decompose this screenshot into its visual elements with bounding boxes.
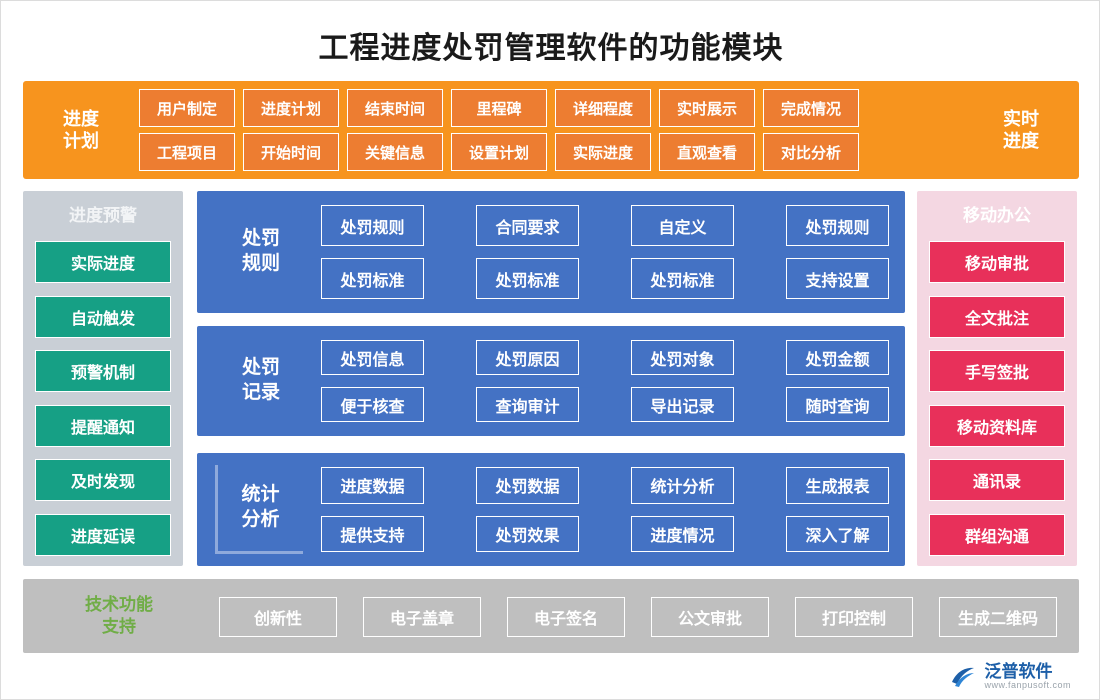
tech-support-item[interactable]: 电子盖章 (363, 597, 481, 637)
flow-node[interactable]: 深入了解 (786, 515, 889, 552)
top-cell[interactable]: 关键信息 (347, 133, 443, 171)
flow-node[interactable]: 处罚对象 (631, 340, 734, 375)
top-cell[interactable]: 工程项目 (139, 133, 235, 171)
top-cell[interactable]: 结束时间 (347, 89, 443, 127)
flow-node[interactable]: 处罚规则 (786, 205, 889, 246)
progress-warning-item[interactable]: 及时发现 (35, 459, 171, 502)
brand-url: www.fanpusoft.com (984, 680, 1071, 691)
flow-node[interactable]: 提供支持 (321, 515, 424, 552)
top-cell[interactable]: 用户制定 (139, 89, 235, 127)
fanpu-logo-icon (949, 663, 977, 691)
flow-node[interactable]: 处罚标准 (321, 258, 424, 299)
schedule-plan-band: 进度 计划 用户制定 进度计划 结束时间 里程碑 详细程度 实时展示 完成情况 … (23, 81, 1079, 179)
flow-node[interactable]: 处罚原因 (476, 340, 579, 375)
progress-warning-items: 实际进度 自动触发 预警机制 提醒通知 及时发现 进度延误 (35, 241, 171, 556)
flow-node[interactable]: 查询审计 (476, 387, 579, 422)
penalty-rules-grid: 处罚规则 合同要求 自定义 处罚规则 处罚标准 处罚标准 处罚标准 支持设置 (321, 205, 889, 299)
tech-support-item[interactable]: 生成二维码 (939, 597, 1057, 637)
top-cell[interactable]: 开始时间 (243, 133, 339, 171)
progress-warning-column: 进度预警 实际进度 自动触发 预警机制 提醒通知 及时发现 进度延误 (23, 191, 183, 566)
statistics-analysis-block: 统计 分析 进度数据 处罚数据 统计分析 生成报表 提供支持 处罚效果 进度情况… (197, 453, 905, 566)
top-cell[interactable]: 里程碑 (451, 89, 547, 127)
tech-support-item[interactable]: 电子签名 (507, 597, 625, 637)
tech-support-header: 技术功能 支持 (49, 579, 189, 653)
top-cell-spacer (867, 89, 963, 127)
progress-warning-item[interactable]: 提醒通知 (35, 404, 171, 447)
statistics-analysis-grid: 进度数据 处罚数据 统计分析 生成报表 提供支持 处罚效果 进度情况 深入了解 (321, 467, 889, 552)
page-title: 工程进度处罚管理软件的功能模块 (318, 32, 784, 65)
top-cell[interactable]: 完成情况 (763, 89, 859, 127)
mobile-office-item[interactable]: 通讯录 (929, 459, 1065, 502)
top-cell[interactable]: 详细程度 (555, 89, 651, 127)
flow-node[interactable]: 处罚标准 (631, 258, 734, 299)
flow-node[interactable]: 进度情况 (631, 515, 734, 552)
progress-warning-item[interactable]: 预警机制 (35, 350, 171, 393)
flow-node[interactable]: 处罚标准 (476, 258, 579, 299)
tech-support-item[interactable]: 打印控制 (795, 597, 913, 637)
tech-support-header-text: 技术功能 支持 (85, 594, 153, 636)
penalty-records-grid: 处罚信息 处罚原因 处罚对象 处罚金额 便于核查 查询审计 导出记录 随时查询 (321, 340, 889, 422)
top-cell[interactable]: 对比分析 (763, 133, 859, 171)
top-cell[interactable]: 设置计划 (451, 133, 547, 171)
progress-warning-item[interactable]: 自动触发 (35, 295, 171, 338)
penalty-rules-label: 处罚 规则 (215, 191, 307, 313)
brand-logo: 泛普软件 www.fanpusoft.com (949, 663, 1071, 691)
flow-node[interactable]: 合同要求 (476, 205, 579, 246)
top-cell[interactable]: 实际进度 (555, 133, 651, 171)
progress-warning-item[interactable]: 进度延误 (35, 513, 171, 556)
tech-support-item[interactable]: 公文审批 (651, 597, 769, 637)
top-cell[interactable]: 进度计划 (243, 89, 339, 127)
schedule-plan-grid: 用户制定 进度计划 结束时间 里程碑 详细程度 实时展示 完成情况 工程项目 开… (139, 89, 963, 171)
flow-node[interactable]: 导出记录 (631, 387, 734, 422)
tech-support-item[interactable]: 创新性 (219, 597, 337, 637)
brand-name: 泛普软件 (984, 662, 1053, 682)
mobile-office-item[interactable]: 移动资料库 (929, 404, 1065, 447)
mobile-office-item[interactable]: 群组沟通 (929, 513, 1065, 556)
tech-support-items: 创新性 电子盖章 电子签名 公文审批 打印控制 生成二维码 (219, 597, 1057, 637)
mobile-office-item[interactable]: 全文批注 (929, 295, 1065, 338)
brand-logo-text: 泛普软件 www.fanpusoft.com (984, 663, 1071, 690)
statistics-analysis-label: 统计 分析 (215, 465, 303, 554)
flow-node[interactable]: 处罚数据 (476, 467, 579, 504)
flow-node[interactable]: 自定义 (631, 205, 734, 246)
mobile-office-header: 移动办公 (963, 205, 1031, 225)
top-cell[interactable]: 直观查看 (659, 133, 755, 171)
flow-node[interactable]: 处罚金额 (786, 340, 889, 375)
mobile-office-items: 移动审批 全文批注 手写签批 移动资料库 通讯录 群组沟通 (929, 241, 1065, 556)
flow-node[interactable]: 处罚规则 (321, 205, 424, 246)
mobile-office-column: 移动办公 移动审批 全文批注 手写签批 移动资料库 通讯录 群组沟通 (917, 191, 1077, 566)
statistics-analysis-label-text: 统计 分析 (241, 484, 280, 530)
penalty-records-label: 处罚 记录 (215, 326, 307, 436)
flow-node[interactable]: 处罚信息 (321, 340, 424, 375)
flow-node[interactable]: 生成报表 (786, 467, 889, 504)
flow-node[interactable]: 便于核查 (321, 387, 424, 422)
penalty-rules-label-text: 处罚 规则 (241, 228, 280, 274)
penalty-rules-block: 处罚 规则 处罚规则 合同要求 自定义 处罚规则 处罚标准 处罚标准 处罚标准 … (197, 191, 905, 313)
progress-warning-item[interactable]: 实际进度 (35, 241, 171, 283)
band-left-label-text: 进度 计划 (63, 108, 99, 152)
mobile-office-item[interactable]: 手写签批 (929, 350, 1065, 393)
band-right-label: 实时 进度 (971, 89, 1071, 171)
top-cell[interactable]: 实时展示 (659, 89, 755, 127)
flow-node[interactable]: 支持设置 (786, 258, 889, 299)
band-right-label-text: 实时 进度 (1003, 108, 1039, 152)
flow-node[interactable]: 统计分析 (631, 467, 734, 504)
penalty-records-block: 处罚 记录 处罚信息 处罚原因 处罚对象 处罚金额 便于核查 查询审计 导出记录… (197, 326, 905, 436)
band-left-label: 进度 计划 (31, 89, 131, 171)
flow-node[interactable]: 进度数据 (321, 467, 424, 504)
flow-node[interactable]: 处罚效果 (476, 515, 579, 552)
tech-support-band: 技术功能 支持 创新性 电子盖章 电子签名 公文审批 打印控制 生成二维码 (23, 579, 1079, 653)
top-cell-spacer (867, 133, 963, 171)
mobile-office-item[interactable]: 移动审批 (929, 241, 1065, 283)
penalty-records-label-text: 处罚 记录 (241, 357, 280, 403)
flow-node[interactable]: 随时查询 (786, 387, 889, 422)
progress-warning-header: 进度预警 (69, 205, 137, 225)
